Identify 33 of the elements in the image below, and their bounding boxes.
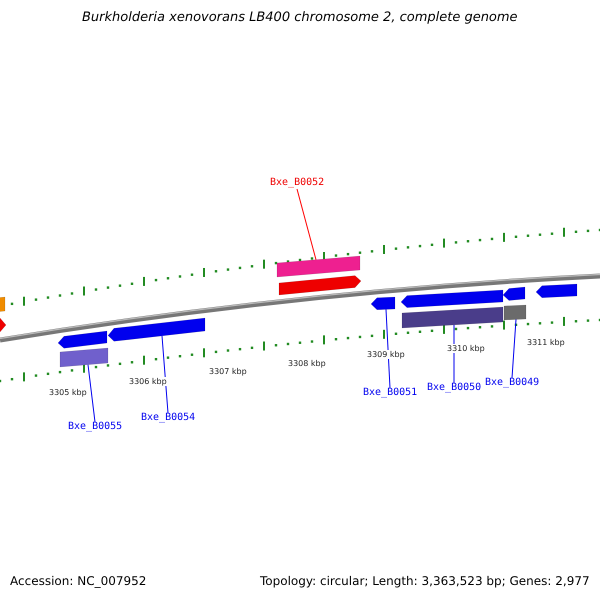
- scale-label: 3307 kbp: [209, 367, 247, 376]
- leader-line: [296, 188, 316, 260]
- footer-text: Accession: NC_007952: [10, 574, 146, 588]
- scale-label: 3310 kbp: [447, 344, 485, 353]
- gene-feature: [0, 318, 6, 332]
- scale-label: 3305 kbp: [49, 388, 87, 397]
- gene-feature: [58, 330, 108, 349]
- gene-feature: [278, 275, 362, 296]
- gene-feature: [108, 318, 206, 342]
- leader-line: [88, 364, 96, 422]
- scale-label: 3309 kbp: [367, 350, 405, 359]
- leader-line: [386, 308, 390, 388]
- gene-label: Bxe_B0055: [68, 421, 122, 432]
- gene-bar: [0, 296, 6, 312]
- gene-label: Bxe_B0054: [141, 412, 196, 423]
- gene-feature: [370, 296, 396, 310]
- leader-line: [512, 318, 516, 378]
- gene-bar: [504, 304, 526, 320]
- gene-feature: [502, 286, 526, 301]
- footer-text: Topology: circular; Length: 3,363,523 bp; Genes: 2,977: [260, 574, 590, 588]
- gene-bar: [402, 306, 504, 328]
- leader-line: [162, 335, 168, 414]
- title: Burkholderia xenovorans LB400 chromosome 2, complete genome: [82, 10, 518, 25]
- scale-label: 3311 kbp: [527, 338, 565, 347]
- gene-label: Bxe_B0052: [270, 177, 324, 188]
- gene-label: Bxe_B0051: [363, 387, 418, 398]
- gene-label: Bxe_B0050: [427, 382, 482, 393]
- gene-bar: [276, 256, 360, 278]
- scale-label: 3308 kbp: [288, 359, 326, 368]
- scale-label: 3306 kbp: [129, 377, 167, 386]
- gene-label: Bxe_B0049: [485, 377, 540, 388]
- gene-feature: [536, 284, 578, 298]
- gene-bar: [60, 348, 108, 368]
